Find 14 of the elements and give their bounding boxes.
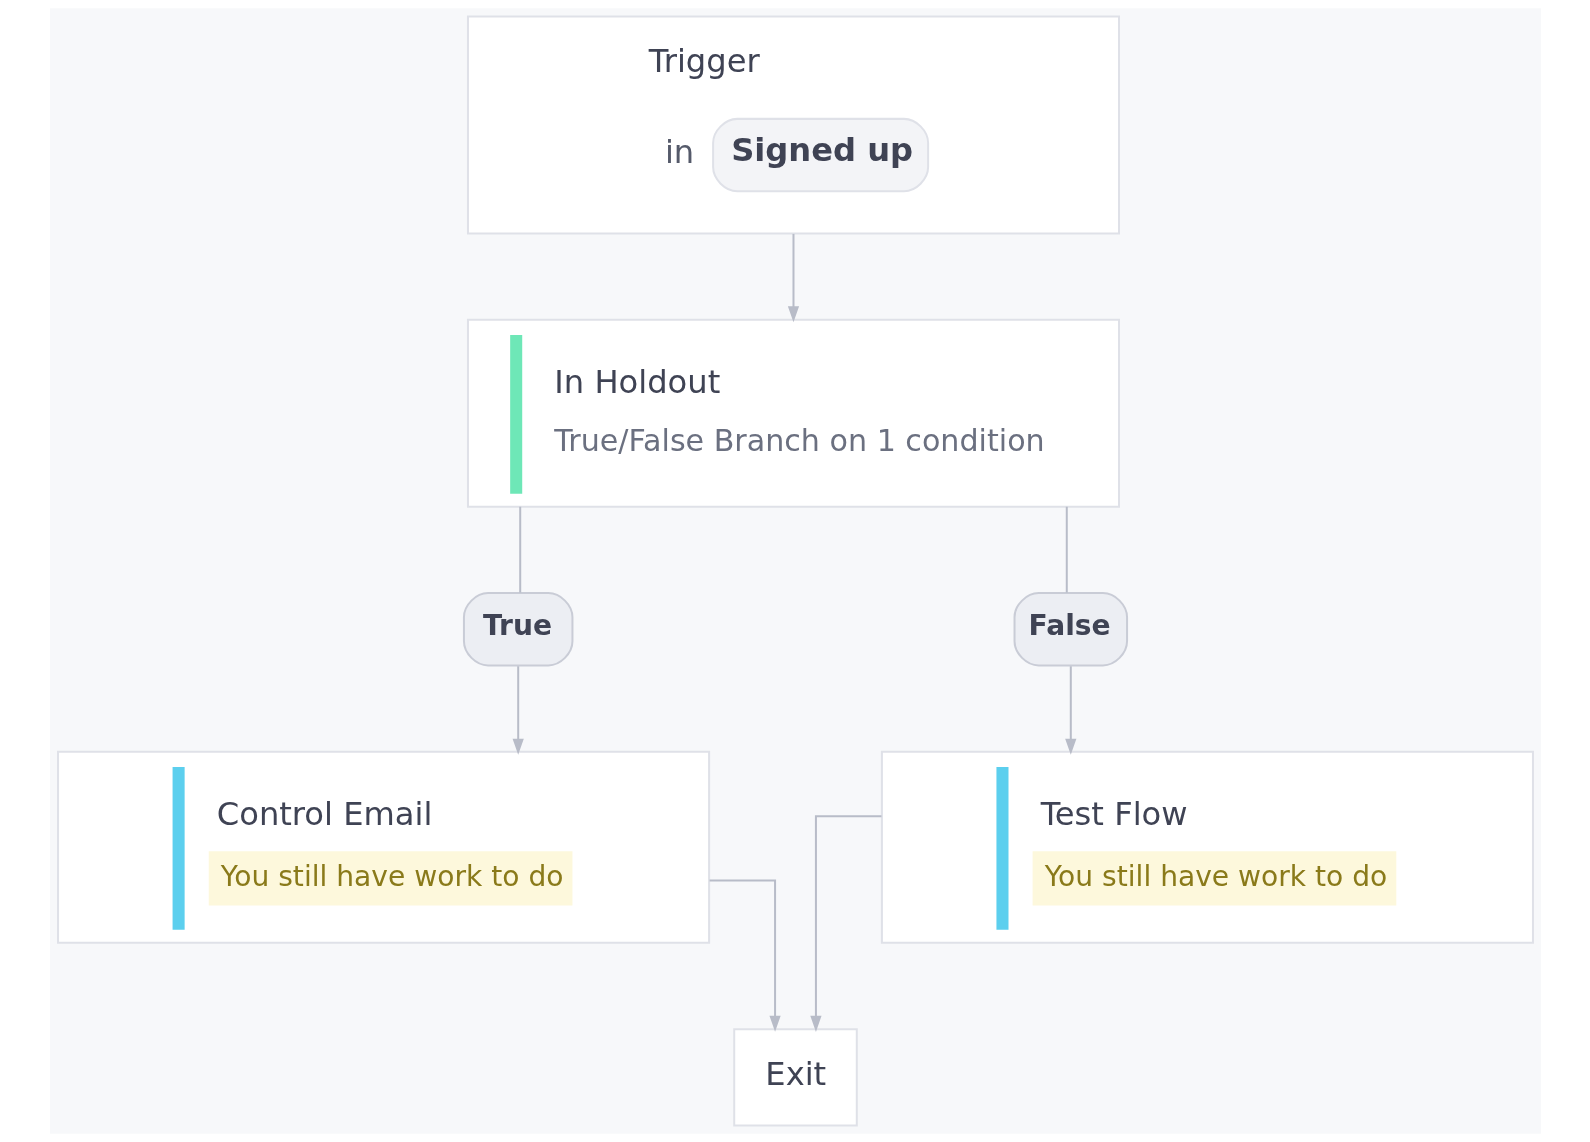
arrow [512,666,524,755]
arrow [1064,666,1076,755]
arrow [809,815,881,1032]
arrow [787,233,799,323]
node-box: In Holdout True/False Branch on 1 condition [466,318,1120,508]
connector [1065,506,1068,593]
node-box: False [1013,592,1128,667]
node-box: Control Email You still have work to do [56,750,710,944]
node-box: True [462,592,573,667]
arrow [709,879,781,1032]
connector [518,506,521,593]
node-box: Test Flow You still have work to do [880,750,1534,944]
node-box: Trigger in Signed up [466,15,1120,235]
node-box: Exit [732,1028,858,1127]
